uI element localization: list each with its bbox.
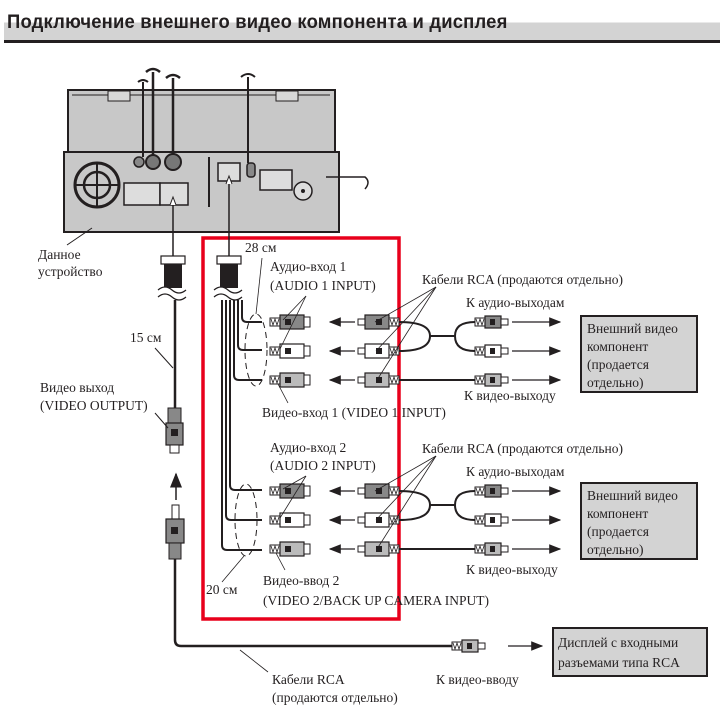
length-28cm-label: 28 см [245,240,277,255]
dashed-ellipse [234,483,258,557]
audio-input-2-label: (AUDIO 2 INPUT) [270,458,376,473]
group1-input-jacks [269,314,311,388]
audio-jack-left [269,483,311,499]
audio-jack-right [269,512,311,528]
length-20cm-label: 20 см [206,582,238,597]
video-jack [269,372,311,388]
jack [133,156,145,168]
audio-jack-left [269,314,311,330]
rca-cable-set-1 [328,286,562,388]
svg-text:(продается: (продается [587,357,649,372]
to-video-input-label: К видео-вводу [436,672,519,687]
rca-cable-set-2 [328,455,562,557]
svg-text:Дисплей с входными: Дисплей с входными [558,635,678,650]
audio-input-2-label: Аудио-вход 2 [270,440,346,455]
audio-input-1-label: Аудио-вход 1 [270,259,346,274]
this-unit-label: устройство [38,264,103,279]
svg-text:разъемами типа RCA: разъемами типа RCA [558,655,680,670]
display-rca-cable [239,639,544,673]
svg-text:отдельно): отдельно) [587,375,644,390]
group2-input-jacks [269,483,311,557]
jack [145,154,161,170]
external-video-component-box-2: Внешний видео компонент (продается отдел… [580,482,698,560]
to-audio-outputs-label-2: К аудио-выходам [466,464,565,479]
jack [164,153,182,171]
video-input-1-label: Видео-вход 1 (VIDEO 1 INPUT) [262,405,446,420]
video-input-2-label: Видео-ввод 2 [263,573,339,588]
svg-text:Внешний видео: Внешний видео [587,321,678,336]
audio-jack-right [269,343,311,359]
svg-text:компонент: компонент [587,506,648,521]
video-output-label: Видео выход [40,380,114,395]
title-bar: Подключение внешнего видео компонента и … [4,12,720,43]
rca-cables-label-2: Кабели RCA (продаются отдельно) [422,441,623,456]
head-unit [63,67,369,246]
connector [123,182,161,206]
rca-cables-bottom-label: Кабели RCA [272,672,345,687]
page-title: Подключение внешнего видео компонента и … [7,12,508,33]
highlight-frame [201,236,401,621]
video-input-2-label: (VIDEO 2/BACK UP CAMERA INPUT) [263,593,489,608]
connector [259,169,293,191]
video-output-label: (VIDEO OUTPUT) [40,398,148,413]
svg-text:отдельно): отдельно) [587,542,644,557]
svg-text:Внешний видео: Внешний видео [587,488,678,503]
dashed-ellipse [244,313,268,387]
rca-cables-bottom-label: (продаются отдельно) [272,690,398,705]
audio-input-1-label: (AUDIO 1 INPUT) [270,278,376,293]
to-audio-outputs-label-1: К аудио-выходам [466,295,565,310]
svg-text:компонент: компонент [587,339,648,354]
svg-text:(продается: (продается [587,524,649,539]
to-video-output-label-1: К видео-выходу [464,388,556,403]
rca-display-box: Дисплей с входными разъемами типа RCA [552,627,708,677]
length-15cm-label: 15 см [130,330,162,345]
rca-cables-label-1: Кабели RCA (продаются отдельно) [422,272,623,287]
this-unit-label: Данное [38,247,81,262]
input-harness [213,174,268,583]
external-video-component-box-1: Внешний видео компонент (продается отдел… [580,315,698,393]
to-video-output-label-2: К видео-выходу [466,562,558,577]
video-output-cable [154,195,460,648]
video-jack [269,541,311,557]
